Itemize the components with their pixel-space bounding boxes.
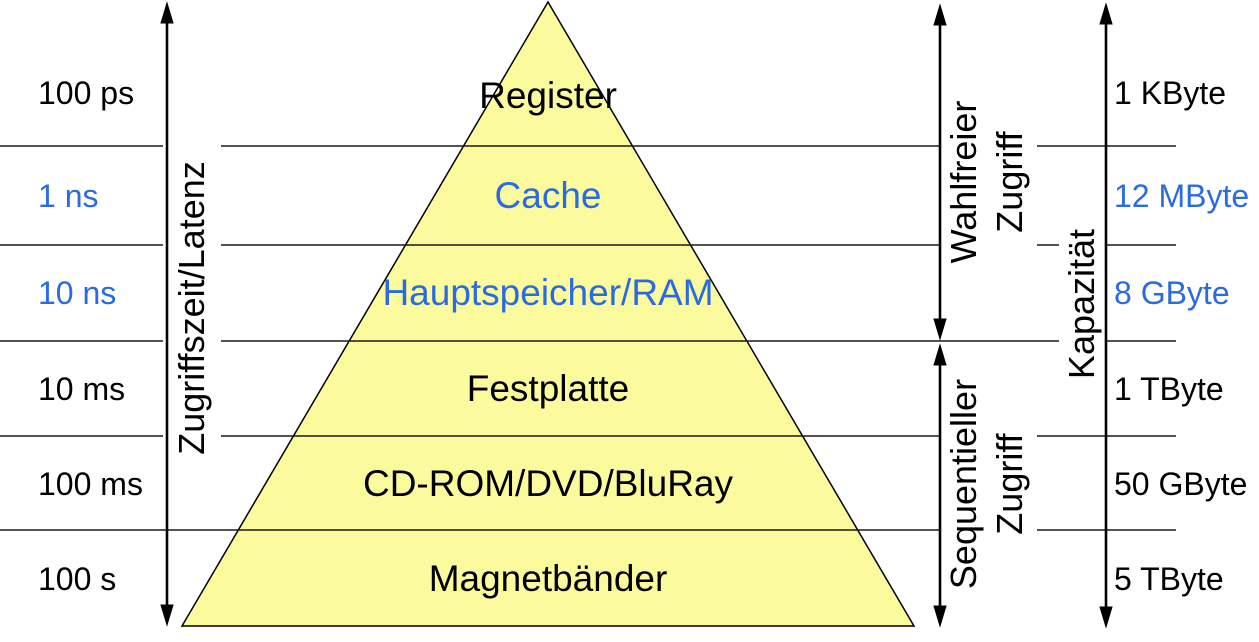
sequential-access-label-line2: Zugriff <box>989 433 1030 535</box>
pyramid-level-label: Register <box>479 75 617 116</box>
access-time-label: 100 ps <box>38 75 135 111</box>
access-time-label: 1 ns <box>38 178 99 214</box>
random-access-label-line1: Wahlfreier <box>943 100 984 264</box>
pyramid-level-label: CD-ROM/DVD/BluRay <box>362 463 734 504</box>
random-access-label: Wahlfreier Zugriff <box>939 28 1037 336</box>
access-time-label: 100 s <box>38 561 117 597</box>
capacity-value-label: 50 GByte <box>1114 466 1248 502</box>
sequential-access-label: Sequentieller Zugriff <box>939 353 1037 615</box>
pyramid-level-label: Hauptspeicher/RAM <box>382 272 714 313</box>
capacity-value-label: 1 TByte <box>1114 371 1224 407</box>
pyramid-level-label: Magnetbänder <box>428 558 668 599</box>
capacity-value-label: 1 KByte <box>1114 75 1227 111</box>
access-time-label: 10 ms <box>38 371 126 407</box>
latency-axis-label: Zugriffszeit/Latenz <box>163 118 221 498</box>
pyramid-shape <box>180 0 916 627</box>
capacity-value-label: 8 GByte <box>1114 275 1230 311</box>
random-access-label-line2: Zugriff <box>989 131 1030 233</box>
access-time-label: 10 ns <box>38 275 117 311</box>
access-time-label: 100 ms <box>38 466 143 502</box>
sequential-access-label-line1: Sequentieller <box>943 378 984 590</box>
pyramid-level-label: Festplatte <box>466 368 630 409</box>
capacity-value-label: 12 MByte <box>1114 178 1250 214</box>
capacity-value-label: 5 TByte <box>1114 561 1224 597</box>
pyramid-level-label: Cache <box>494 175 602 216</box>
capacity-axis-label: Kapazität <box>1059 227 1105 381</box>
